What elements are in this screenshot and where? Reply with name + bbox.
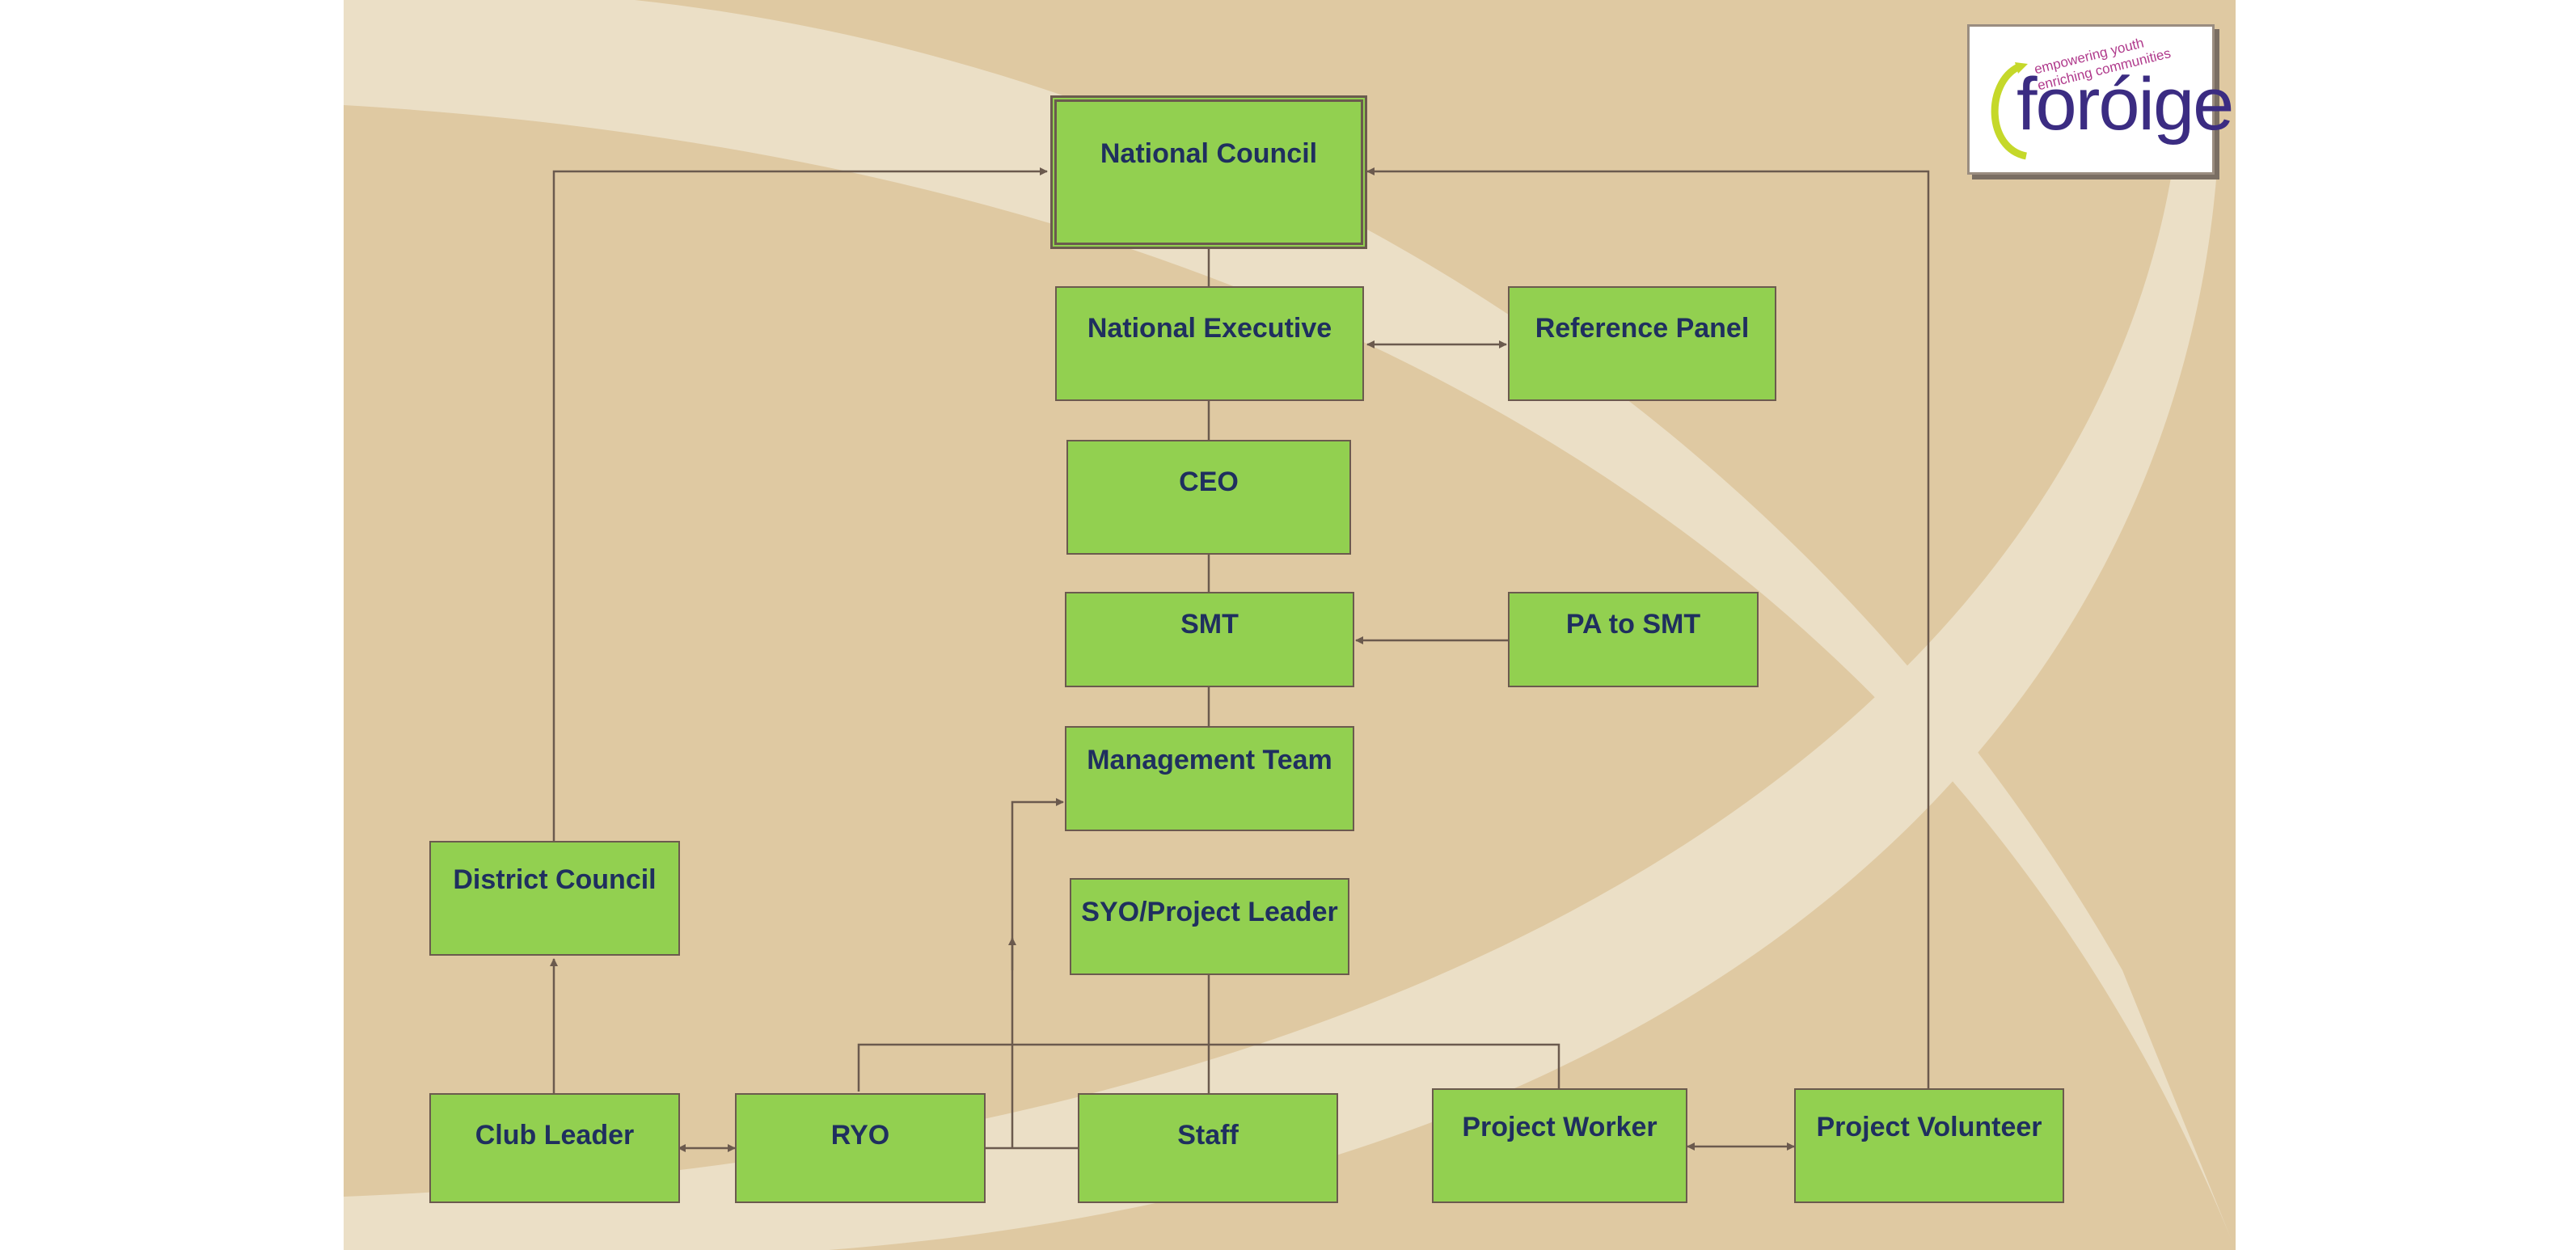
district-council-box: District Council <box>429 841 680 956</box>
project-volunteer-box: Project Volunteer <box>1794 1088 2064 1203</box>
national-council-box: National Council <box>1050 95 1367 249</box>
syo-branch-line <box>857 1043 1560 1092</box>
club-leader-box: Club Leader <box>429 1093 680 1203</box>
management-team-box: Management Team <box>1065 726 1354 831</box>
volunteer-to-council-line <box>1366 167 1930 1092</box>
foroige-logo: empowering youth enriching communities f… <box>1967 24 2234 175</box>
org-chart-slide: National Council National Executive Refe… <box>344 0 2236 1250</box>
logo-wordmark: foróige <box>2016 63 2234 146</box>
background-swooshes <box>344 0 2236 1250</box>
syo-project-leader-box: SYO/Project Leader <box>1070 878 1349 975</box>
smt-box: SMT <box>1065 592 1354 687</box>
national-executive-box: National Executive <box>1055 286 1364 401</box>
ryo-box: RYO <box>735 1093 986 1203</box>
district-to-council-line <box>552 167 1048 841</box>
connector-lines <box>550 167 1930 1152</box>
project-worker-box: Project Worker <box>1432 1088 1687 1203</box>
staff-box: Staff <box>1078 1093 1338 1203</box>
ceo-box: CEO <box>1066 440 1351 555</box>
reference-panel-box: Reference Panel <box>1508 286 1776 401</box>
logo-swoosh-icon <box>1991 62 2028 160</box>
pa-to-smt-box: PA to SMT <box>1508 592 1759 687</box>
